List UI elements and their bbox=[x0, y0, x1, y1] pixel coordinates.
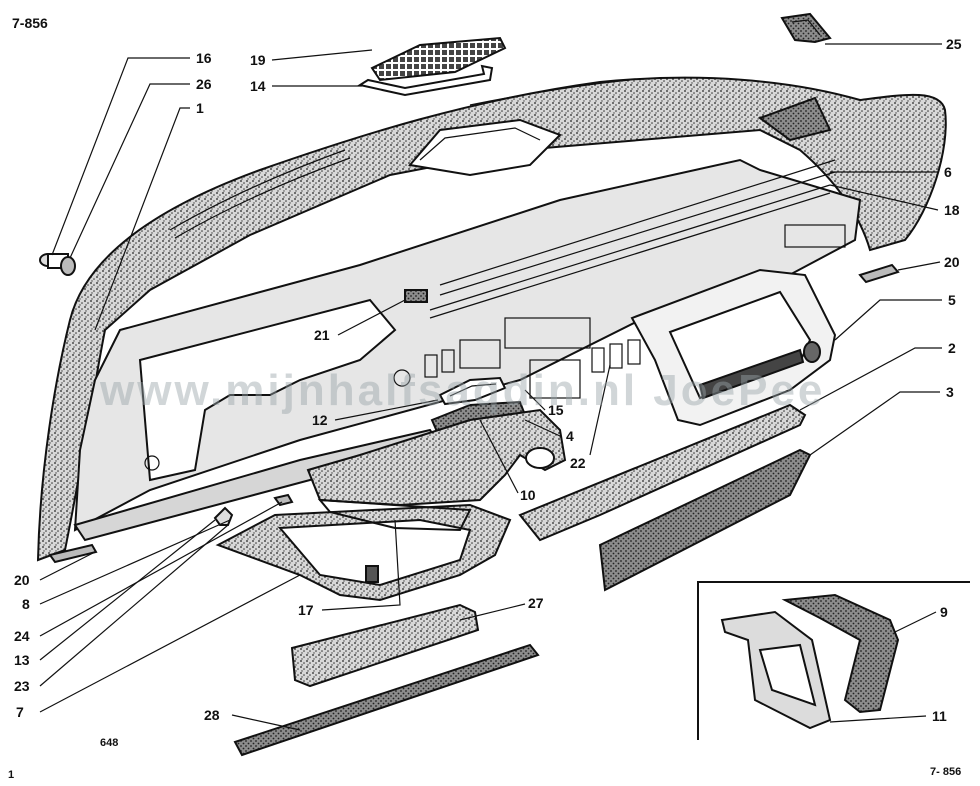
callout-14: 14 bbox=[250, 78, 266, 94]
callout-labels: 1626119142561820523211215422102082413237… bbox=[14, 36, 962, 724]
callout-17: 17 bbox=[298, 602, 314, 618]
figure-code-bottom: 7- 856 bbox=[930, 766, 961, 778]
instrument-cutout bbox=[138, 298, 397, 482]
switch-opening bbox=[424, 354, 438, 378]
trim-strip-2 bbox=[518, 403, 807, 542]
trim-bar-28 bbox=[233, 643, 540, 757]
callout-15: 15 bbox=[548, 402, 564, 418]
right-vent-housing bbox=[757, 96, 832, 142]
grille-seal bbox=[357, 64, 494, 97]
clock-opening bbox=[529, 359, 581, 399]
callout-6: 6 bbox=[944, 164, 952, 180]
callout-1: 1 bbox=[196, 100, 204, 116]
callout-22: 22 bbox=[570, 455, 586, 471]
clip-24 bbox=[273, 493, 294, 507]
lock-hole bbox=[393, 369, 411, 387]
callout-20: 20 bbox=[944, 254, 960, 270]
callout-11: 11 bbox=[932, 708, 947, 724]
radio-opening bbox=[459, 339, 501, 369]
callout-4: 4 bbox=[566, 428, 574, 444]
rail-strip-6 bbox=[439, 159, 836, 286]
defroster-slot-centre bbox=[469, 79, 631, 106]
inset-frame bbox=[697, 581, 970, 740]
callout-12: 12 bbox=[312, 412, 328, 428]
centre-vent-housing bbox=[408, 118, 562, 177]
callout-19: 19 bbox=[250, 52, 266, 68]
callout-2: 2 bbox=[948, 340, 956, 356]
callout-20: 20 bbox=[14, 572, 30, 588]
callout-27: 27 bbox=[528, 595, 544, 611]
clip-right bbox=[858, 263, 900, 284]
callout-10: 10 bbox=[520, 487, 536, 503]
callout-3: 3 bbox=[946, 384, 954, 400]
leader-lines bbox=[39, 43, 942, 731]
callout-21: 21 bbox=[314, 327, 330, 343]
bracket-9 bbox=[781, 593, 900, 714]
callout-23: 23 bbox=[14, 678, 30, 694]
callout-25: 25 bbox=[946, 36, 962, 52]
callout-18: 18 bbox=[944, 202, 960, 218]
callout-26: 26 bbox=[196, 76, 212, 92]
callout-8: 8 bbox=[22, 596, 30, 612]
callout-13: 13 bbox=[14, 652, 30, 668]
rail-strip-18 bbox=[429, 184, 831, 311]
callout-9: 9 bbox=[940, 604, 948, 620]
tray-rail-17 bbox=[317, 498, 472, 532]
side-vent bbox=[780, 12, 832, 44]
callout-16: 16 bbox=[196, 50, 212, 66]
callout-5: 5 bbox=[948, 292, 956, 308]
plate-number: 648 bbox=[100, 737, 118, 749]
knee-pad-27 bbox=[290, 603, 480, 688]
trim-strip-3 bbox=[598, 448, 812, 592]
callout-28: 28 bbox=[204, 707, 220, 723]
switch-part bbox=[404, 289, 428, 303]
callout-24: 24 bbox=[14, 628, 30, 644]
defroster-slot-left bbox=[169, 149, 346, 231]
figure-code-top: 7-856 bbox=[12, 15, 48, 31]
watermark: www.mijnhalfsaqdin.nl JoePee bbox=[99, 366, 825, 415]
clip-left bbox=[48, 543, 98, 564]
defroster-grille bbox=[370, 36, 507, 82]
callout-7: 7 bbox=[16, 704, 24, 720]
page-number: 1 bbox=[8, 769, 14, 781]
